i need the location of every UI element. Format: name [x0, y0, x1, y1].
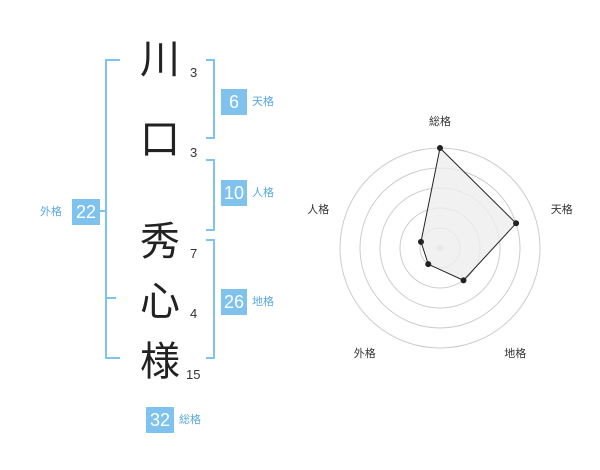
jinkaku-badge: 10	[221, 180, 247, 206]
radar-axis-label-2: 天格	[550, 203, 573, 217]
name-char-3: 秀	[140, 219, 180, 265]
radar-axis-label-5: 人格	[307, 203, 330, 217]
gaikaku-bracket	[105, 59, 120, 359]
stroke-count-3: 7	[190, 246, 198, 261]
stroke-count-1: 3	[190, 65, 198, 80]
tenkaku-bracket	[206, 59, 215, 139]
radar-axis-label-3: 地格	[504, 346, 527, 360]
gaikaku-label: 外格	[40, 205, 62, 218]
radar-point-3	[460, 277, 467, 284]
tenkaku-badge: 6	[221, 89, 247, 115]
chikaku-bracket	[206, 239, 215, 359]
radar-point-2	[513, 220, 520, 227]
chikaku-label: 地格	[252, 295, 274, 308]
name-char-5: 様	[140, 339, 180, 385]
tenkaku-label: 天格	[252, 95, 274, 108]
radar-axis-label-4: 外格	[353, 346, 376, 360]
stroke-count-4: 4	[190, 306, 198, 321]
radar-point-5	[417, 238, 424, 245]
soukaku-badge: 32	[146, 407, 174, 433]
radar-point-4	[425, 261, 432, 268]
jinkaku-label: 人格	[252, 186, 274, 199]
name-char-2: 口	[140, 117, 180, 163]
radar-point-1	[437, 145, 443, 151]
soukaku-label: 総格	[179, 413, 201, 426]
chikaku-badge: 26	[221, 289, 247, 315]
gaikaku-badge: 22	[72, 199, 100, 225]
name-char-4: 心	[140, 279, 180, 325]
radar-series-area	[420, 146, 517, 281]
stroke-count-2: 3	[190, 145, 198, 160]
stroke-count-5: 15	[186, 367, 201, 382]
radar-axis-label-1: 総格	[429, 115, 451, 128]
name-char-1: 川	[140, 37, 180, 83]
jinkaku-bracket	[206, 159, 215, 231]
